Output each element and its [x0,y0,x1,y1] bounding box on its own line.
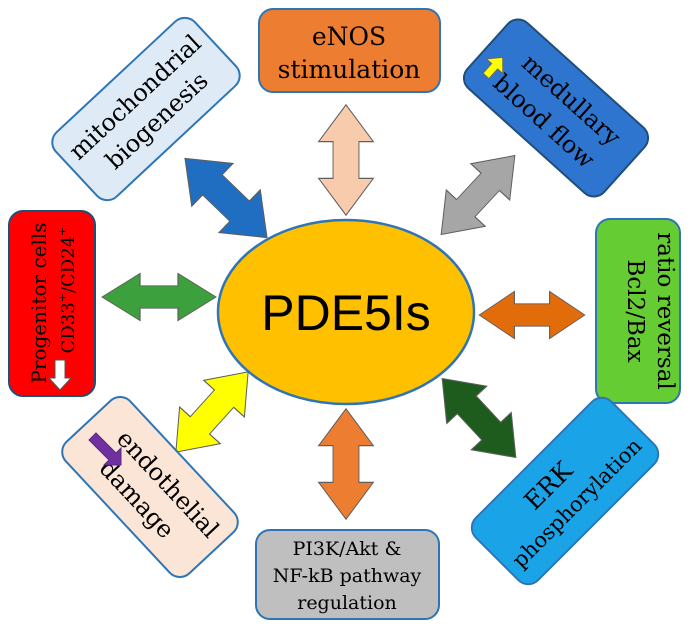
node-progenitor-line2: CD33+/CD24+ [56,227,79,354]
node-endothelial: endothelial damage [61,395,239,579]
arrow-down-right-erk [421,359,537,477]
node-bcl2: Bcl2/Bax ratio reversal [595,218,681,404]
up-arrow-icon [482,56,504,80]
node-enos: eNOS stimulation [258,8,441,93]
arrow-down-pi3k [318,408,374,520]
cd33-sup: + [56,293,69,302]
cd24-sup: + [56,227,69,236]
node-medullary: medullary blood flow [462,18,650,198]
node-bcl2-line2: ratio reversal [652,232,678,390]
node-erk-box [470,396,660,586]
node-enos-box [258,8,441,93]
cd33-label: CD33 [58,302,79,353]
arrow-up-right-medullary [421,136,535,254]
node-progenitor-line1: Progenitor cells [27,222,51,383]
center-ellipse [216,218,476,406]
up-arrow-icon [47,359,73,391]
node-bcl2-box [595,218,681,404]
node-mito-box [51,16,241,202]
arrow-up-enos [318,104,374,216]
node-medullary-box [462,18,650,198]
node-pi3k-line2: NF-kB pathway [273,565,422,587]
node-pi3k: PI3K/Akt & NF-kB pathway regulation [255,529,440,620]
node-progenitor: Progenitor cells CD33+/CD24+ [8,210,96,397]
node-progenitor-box [8,210,96,397]
cd24-label: /CD24 [58,236,79,293]
arrow-left-progenitor [101,272,217,322]
node-endothelial-box [61,395,239,579]
arrow-right-bcl2 [478,290,586,340]
node-pi3k-box [255,529,440,620]
node-enos-line1: eNOS [312,22,386,51]
down-arrow-icon [88,432,122,466]
node-pi3k-line1: PI3K/Akt & [293,538,402,560]
node-pi3k-line3: regulation [297,592,397,614]
center-label: PDE5Is [261,285,431,341]
node-bcl2-line1: Bcl2/Bax [622,259,648,362]
node-enos-line2: stimulation [278,55,421,84]
